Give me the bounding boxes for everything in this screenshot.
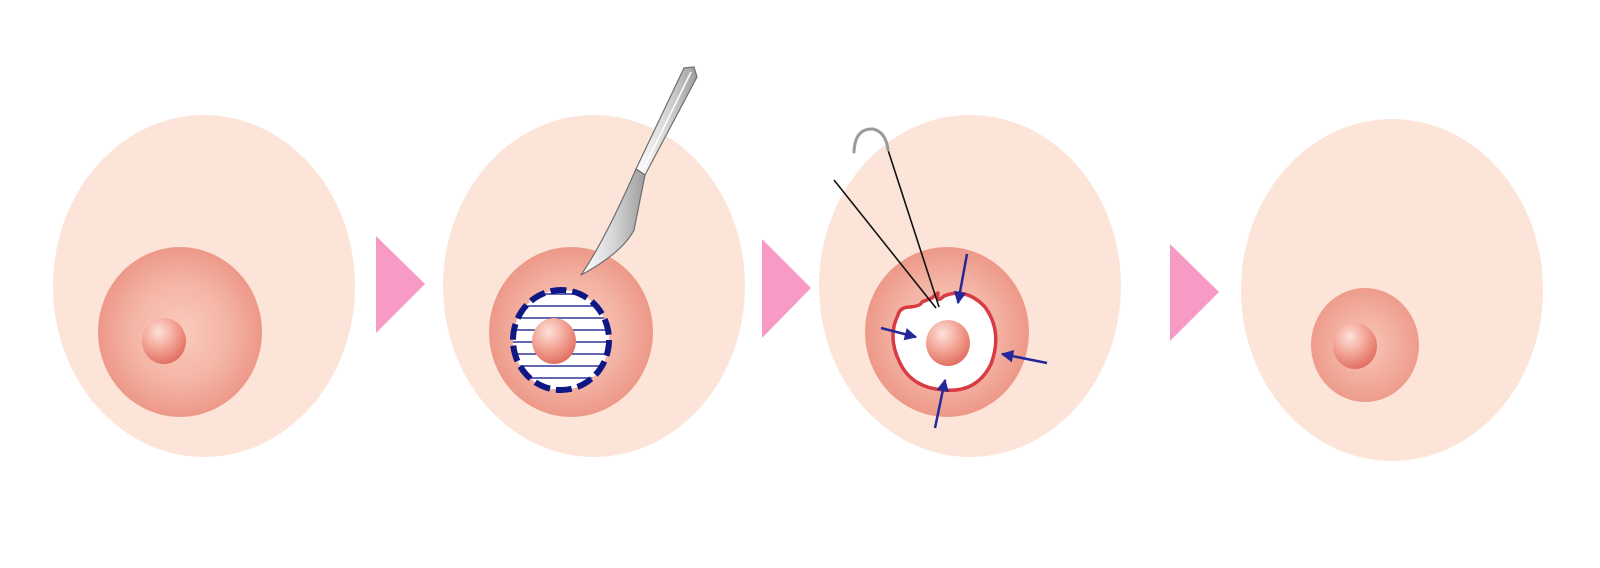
- nipple: [142, 318, 186, 364]
- suture-thread: [833, 179, 937, 309]
- nipple: [532, 318, 576, 364]
- suture-needle-icon: [852, 127, 890, 154]
- suture: [833, 127, 940, 309]
- scalpel-ridge: [641, 71, 692, 173]
- inward-arrow-icon: [933, 378, 949, 429]
- arrow-right-icon: [762, 239, 811, 338]
- scalpel-blade: [580, 168, 646, 276]
- dashed-marking-line: [510, 287, 612, 393]
- inward-arrow-icon: [1000, 350, 1048, 365]
- step-2-marking: [443, 66, 745, 457]
- nipple: [926, 320, 970, 366]
- tension-arrows: [880, 253, 1048, 429]
- arrow-right-icon: [376, 236, 425, 333]
- inward-arrow-icon: [953, 253, 969, 305]
- step-1-before: [53, 115, 355, 457]
- scalpel-icon: [580, 66, 698, 276]
- arrow-right-icon: [1170, 244, 1219, 341]
- suture-thread: [887, 149, 940, 308]
- nipple: [1333, 323, 1377, 369]
- step-3-suturing: [819, 115, 1121, 457]
- step-4-after: [1241, 119, 1543, 461]
- breast-outline: [1241, 119, 1543, 461]
- inward-arrow-icon: [880, 326, 918, 341]
